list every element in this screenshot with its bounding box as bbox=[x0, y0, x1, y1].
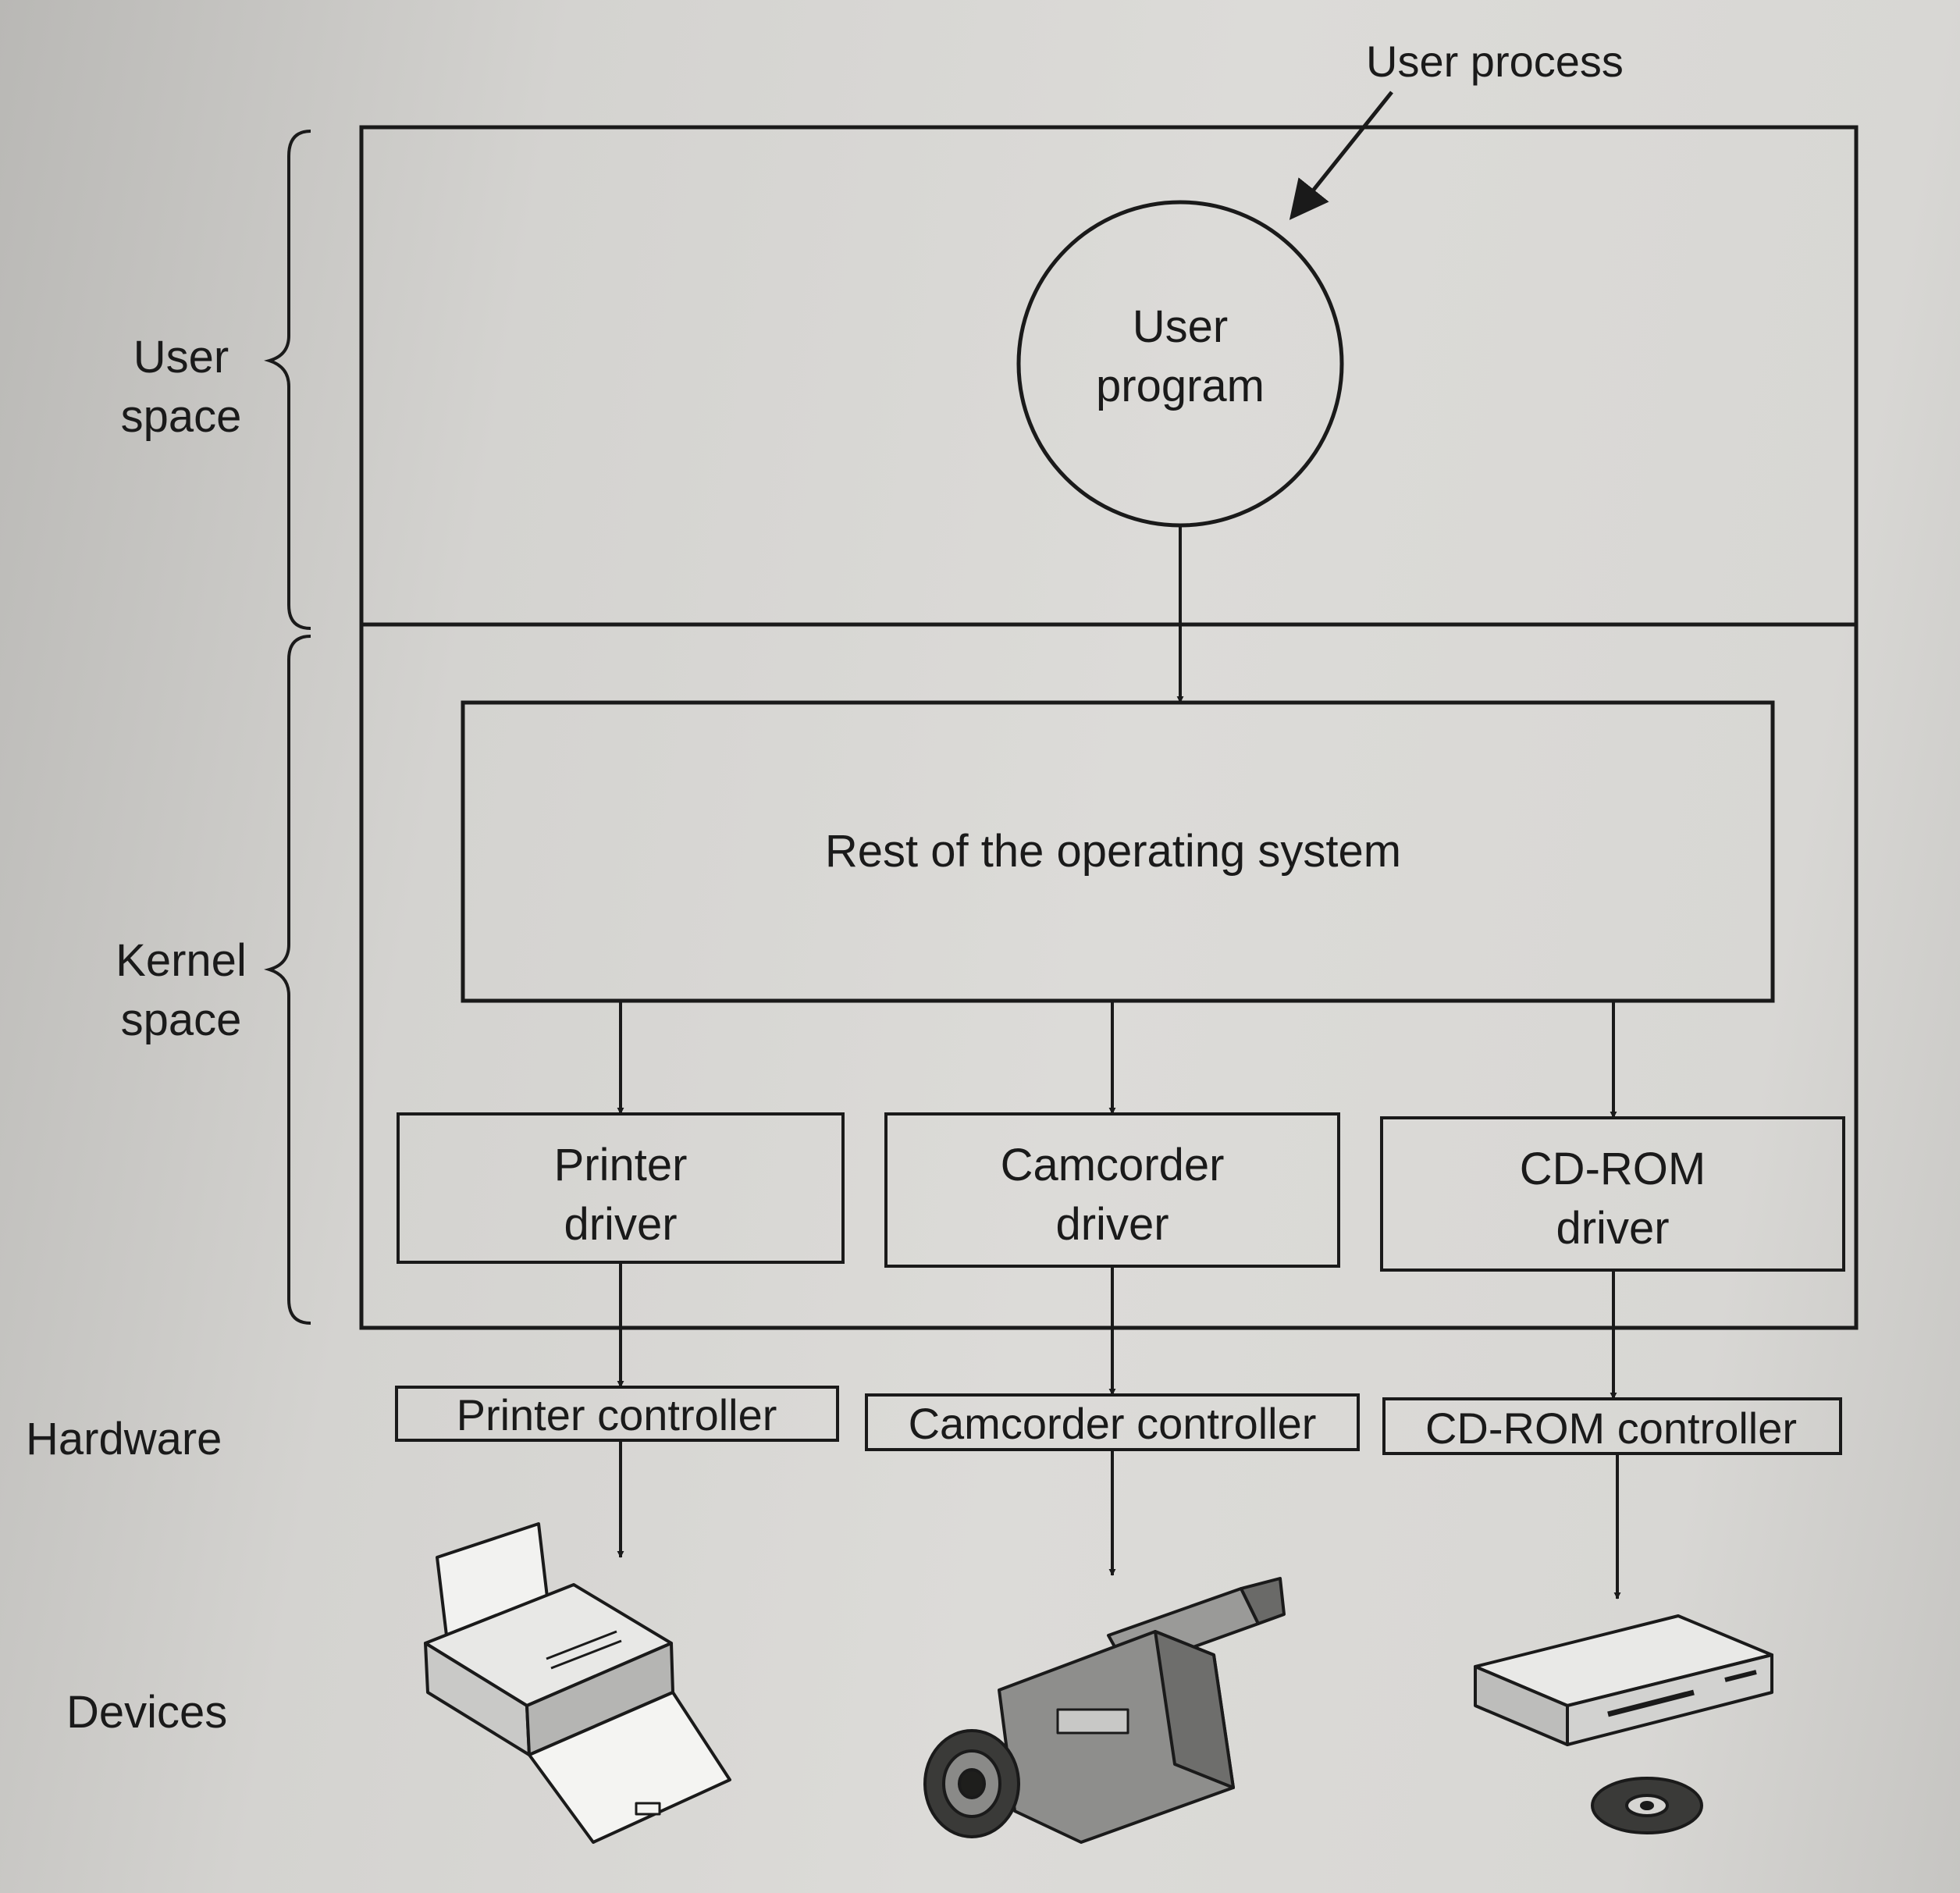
printer-controller-label: Printer controller bbox=[457, 1390, 777, 1439]
hardware-label: Hardware bbox=[26, 1414, 222, 1464]
user-program-label-line1: User bbox=[1133, 301, 1228, 352]
kernel-space-brace bbox=[264, 635, 311, 1325]
camcorder-controller-label: Camcorder controller bbox=[909, 1399, 1317, 1448]
printer-driver-label-line1: Printer bbox=[554, 1140, 688, 1190]
os-box bbox=[461, 700, 1775, 1003]
devices-label: Devices bbox=[66, 1687, 227, 1738]
user-process-label: User process bbox=[1366, 37, 1624, 86]
cdrom-controller-label: CD-ROM controller bbox=[1425, 1404, 1797, 1453]
cd-disc-icon bbox=[1591, 1777, 1703, 1834]
cdrom-controller-box bbox=[1382, 1397, 1842, 1455]
printer-icon bbox=[424, 1522, 731, 1844]
printer-controller-box bbox=[395, 1386, 839, 1442]
system-outer-box bbox=[359, 125, 1859, 1330]
user-process-arrow bbox=[1289, 91, 1393, 220]
user-space-brace bbox=[264, 130, 311, 630]
camcorder-driver-label-line1: Camcorder bbox=[1001, 1140, 1225, 1190]
cdrom-driver-label-line2: driver bbox=[1556, 1203, 1669, 1254]
os-box-label: Rest of the operating system bbox=[825, 826, 1401, 877]
camcorder-icon bbox=[923, 1577, 1286, 1844]
cdrom-driver-label-line1: CD-ROM bbox=[1520, 1144, 1706, 1194]
kernel-space-label-line2: space bbox=[121, 995, 242, 1045]
user-space-label-line2: space bbox=[121, 391, 242, 442]
cdrom-drive-icon bbox=[1474, 1614, 1773, 1746]
printer-driver-label-line2: driver bbox=[564, 1199, 677, 1250]
camcorder-driver-label-line2: driver bbox=[1055, 1199, 1169, 1250]
user-space-label-line1: User bbox=[133, 332, 229, 383]
kernel-space-label-line1: Kernel bbox=[116, 935, 247, 986]
user-program-label-line2: program bbox=[1096, 361, 1265, 411]
